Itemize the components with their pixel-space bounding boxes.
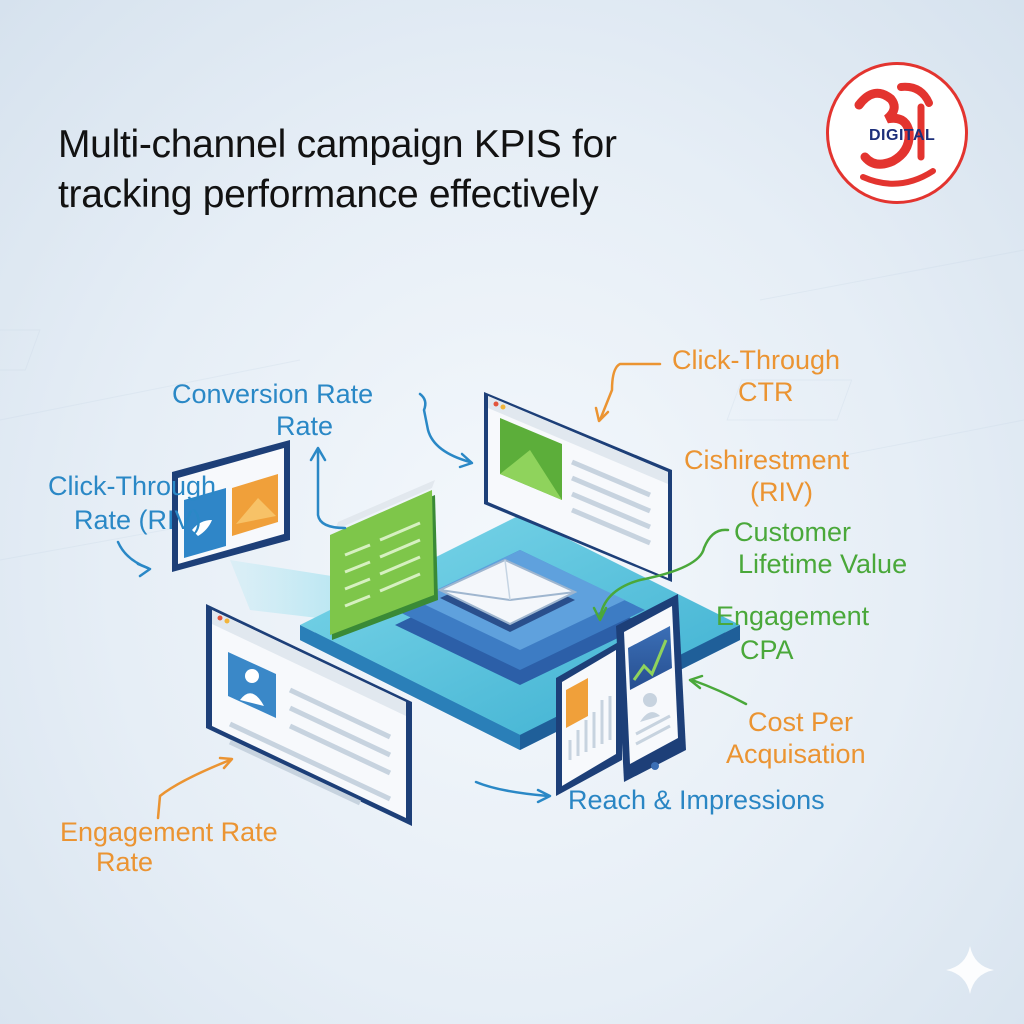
envelope-icon [437,558,578,632]
label-investment: Cishirestment [684,445,850,475]
tablet-right [556,640,622,796]
monitor-bottom-left [206,604,412,826]
label-reach-impressions: Reach & Impressions [568,785,825,815]
label-conversion-rate: Conversion Rate [172,378,373,410]
twitter-icon [192,520,212,536]
background-grid [0,249,1024,561]
label-cpa-line2: Acquisation [726,739,866,769]
arrow-cpa [690,678,748,706]
arrow-clv [598,528,730,620]
label-clv-line2: Lifetime Value [738,549,908,579]
label-ctr-right-line2: CTR [738,377,794,407]
brand-logo: DIGITAL [826,62,968,204]
arrows [116,362,748,820]
arrow-ctr-left [116,540,150,570]
label-engagement-cpa-line2: CPA [740,635,794,665]
tablet-left [172,440,290,572]
arrow-conversion [418,392,472,464]
label-engagement-rate-line2: Rate [96,847,154,877]
label-cost-per-acquisition: Cost Per [748,707,854,737]
arrow-engagement-rate [156,758,232,820]
logo-glyph-icon [854,82,936,187]
person-icon [228,652,276,718]
page-title: Multi-channel campaign KPIS for tracking… [58,120,778,220]
label-engagement-rate: Engagement Rate [60,817,278,847]
label-engagement-cpa: Engagement [716,601,870,631]
monitor-top-right [484,392,672,582]
sparkle-icon [946,946,994,994]
arrow-conversion-up [316,448,347,530]
green-document-panel [330,480,438,640]
label-investment-line2: (RIV) [750,477,813,507]
label-ctr-left: Click-Through [48,471,217,501]
label-customer-lifetime-value: Customer [734,517,852,547]
label-ctr-right: Click-Through [672,345,841,375]
label-conversion-rate-line2: Rate [276,411,334,441]
logo-text: DIGITAL [869,127,936,144]
title-line-1: Multi-channel campaign KPIS for [58,123,617,166]
label-conversion-line1: Conversion Rate [172,379,374,409]
phone [616,594,686,782]
label-ctr-left-line2: Rate (RIV) [74,505,202,535]
title-line-2: tracking performance effectively [58,173,599,216]
arrow-ctr-right [598,362,662,422]
arrow-reach [474,780,550,798]
